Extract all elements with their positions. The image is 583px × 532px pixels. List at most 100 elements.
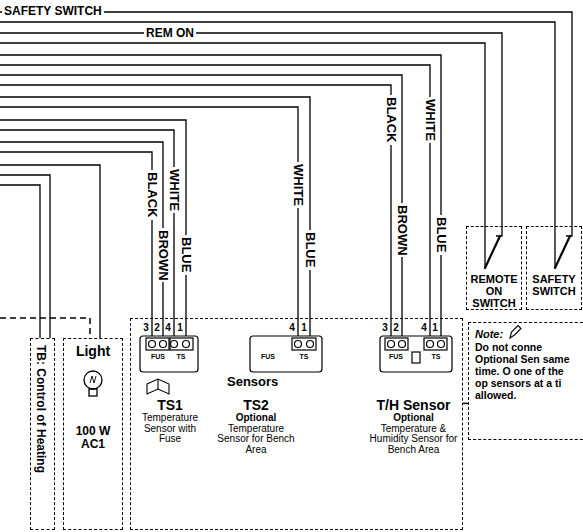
humidity-element: [412, 352, 420, 363]
switch-blade: [485, 236, 500, 268]
sensor-name: TS1: [134, 397, 206, 413]
wire-color: BLUE: [434, 215, 448, 254]
optional-tag: Optional: [212, 413, 300, 424]
wire-color: WHITE: [167, 167, 181, 213]
wire-color: BLUE: [179, 235, 193, 274]
bulb-icon: [84, 371, 102, 396]
wire: [0, 33, 502, 236]
pin-number: 2: [154, 323, 160, 334]
sensor-item: T/H SensorOptionalTemperature & Humidity…: [365, 397, 462, 467]
screw: [171, 341, 178, 348]
pcb: [380, 336, 452, 372]
board-marking: TS: [432, 353, 441, 360]
wire: [0, 55, 441, 340]
wire: [0, 12, 572, 236]
wires: [0, 12, 572, 340]
screw: [160, 341, 167, 348]
pin-number: 4: [289, 323, 295, 334]
screw: [149, 341, 156, 348]
pin-number: 3: [382, 323, 388, 334]
switch-box: REMOTE ON SWITCH: [466, 226, 522, 310]
wire: [0, 97, 310, 340]
screw: [183, 341, 190, 348]
pcb: [140, 336, 198, 372]
board-marking: FUS: [261, 353, 275, 360]
signal-name: REM ON: [144, 27, 196, 40]
wire: [0, 185, 40, 338]
note-box: Note:Do not conne Optional Sen same time…: [468, 322, 583, 440]
sensor-boards: [140, 336, 452, 372]
terminal-block: [424, 338, 447, 350]
sensor-item: TS2OptionalTemperature Sensor for Bench …: [211, 397, 301, 467]
wire: [0, 130, 174, 340]
wire: [0, 152, 152, 340]
sensor-name: TS2: [212, 397, 300, 413]
switch-name: SAFETY SWITCH: [529, 273, 579, 297]
pencil-icon: [510, 326, 521, 339]
switch-blade: [555, 236, 570, 268]
sensor-group: SensorsTS1Temperature Sensor with FuseTS…: [130, 318, 463, 530]
wire: [0, 165, 100, 338]
screw: [399, 341, 406, 348]
board-marking: TS: [300, 353, 309, 360]
note-body: Do not conne Optional Sen same time. O o…: [475, 341, 572, 401]
terminal-block: [146, 338, 169, 350]
wire: [0, 65, 430, 340]
switch-name: REMOTE ON SWITCH: [469, 273, 519, 309]
switch-symbols: [485, 236, 570, 268]
sensor-name: T/H Sensor: [366, 397, 461, 413]
terminal-block: [292, 338, 316, 350]
screw: [307, 341, 314, 348]
dashed-wire: [0, 318, 90, 338]
light-name: Light: [66, 343, 120, 359]
light-box: Light 100 W AC1: [63, 338, 123, 530]
book: [147, 379, 169, 394]
wire: [0, 85, 391, 340]
switch-box: SAFETY SWITCH: [526, 226, 582, 310]
signal-name: SAFETY SWITCH: [2, 5, 104, 18]
bulb-filament: [90, 376, 96, 383]
wire-color: BLACK: [384, 95, 398, 145]
heating-terminal-box: TB: Control of Heating: [30, 338, 55, 530]
wire-color: BLACK: [145, 170, 159, 220]
pin-number: 4: [165, 323, 171, 334]
screw: [388, 341, 395, 348]
book-spine: [157, 379, 158, 389]
pin-number: 2: [393, 323, 399, 334]
terminal-block: [170, 338, 193, 350]
pcb: [250, 336, 322, 372]
power-rating: 100 W AC1: [66, 425, 120, 451]
screw: [438, 341, 445, 348]
wire-color: BROWN: [156, 228, 170, 283]
pin-number: 4: [421, 323, 427, 334]
sensor-description: Temperature Sensor for Bench Area: [212, 424, 300, 456]
board-marking: TS: [177, 353, 186, 360]
terminal-name: TB: Control of Heating: [34, 345, 47, 473]
wire: [0, 22, 555, 268]
wire: [0, 142, 163, 340]
wire: [0, 75, 402, 340]
sensor-description: Temperature Sensor with Fuse: [134, 413, 206, 445]
pencil: [510, 326, 521, 339]
board-marking: FUS: [389, 353, 403, 360]
board-marking: FUS: [151, 353, 165, 360]
pin-number: 1: [301, 323, 307, 334]
screw: [427, 341, 434, 348]
wire: [0, 107, 298, 340]
pin-number: 3: [143, 323, 149, 334]
pin-number: 1: [432, 323, 438, 334]
pin-number: 1: [177, 323, 183, 334]
screw: [295, 341, 302, 348]
wire-color: WHITE: [291, 162, 305, 208]
sensor-item: TS1Temperature Sensor with Fuse: [133, 397, 207, 457]
wire-color: BLUE: [303, 230, 317, 269]
optional-tag: Optional: [366, 413, 461, 424]
wire-color: BROWN: [395, 203, 409, 258]
wire: [0, 120, 186, 340]
wire: [0, 43, 485, 268]
wire: [0, 175, 50, 338]
group-title: Sensors: [227, 375, 278, 389]
terminal-block: [385, 338, 408, 350]
